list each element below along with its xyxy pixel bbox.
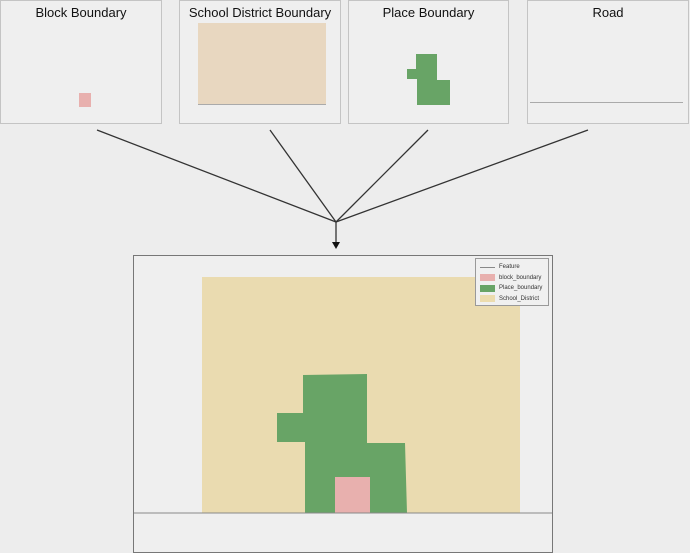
panel-title: School District Boundary bbox=[188, 5, 332, 20]
legend-item-place: Place_boundary bbox=[480, 283, 544, 294]
legend: Feature block_boundary Place_boundary Sc… bbox=[475, 258, 549, 306]
legend-label: Place_boundary bbox=[499, 285, 543, 292]
legend-item-block: block_boundary bbox=[480, 273, 544, 284]
panel-road: Road bbox=[527, 0, 689, 124]
road-line bbox=[530, 102, 683, 103]
legend-label: block_boundary bbox=[499, 274, 542, 281]
panel-title: Place Boundary bbox=[382, 5, 475, 20]
block-boundary-area bbox=[335, 477, 370, 513]
place-shape-small bbox=[407, 54, 450, 105]
block-shape bbox=[79, 93, 91, 107]
arrow-head-icon bbox=[332, 242, 340, 249]
panel-title: Block Boundary bbox=[35, 5, 127, 20]
school-shape bbox=[198, 23, 326, 105]
legend-label: Feature bbox=[499, 264, 520, 271]
panel-title: Road bbox=[592, 5, 624, 20]
legend-item-feature: Feature bbox=[480, 262, 544, 273]
legend-item-school: School_District bbox=[480, 294, 544, 305]
merge-lines bbox=[96, 129, 589, 243]
place-boundary-area bbox=[277, 374, 407, 513]
panel-school-district: School District Boundary bbox=[179, 0, 341, 124]
panel-block-boundary: Block Boundary bbox=[0, 0, 162, 124]
legend-label: School_District bbox=[499, 295, 540, 302]
